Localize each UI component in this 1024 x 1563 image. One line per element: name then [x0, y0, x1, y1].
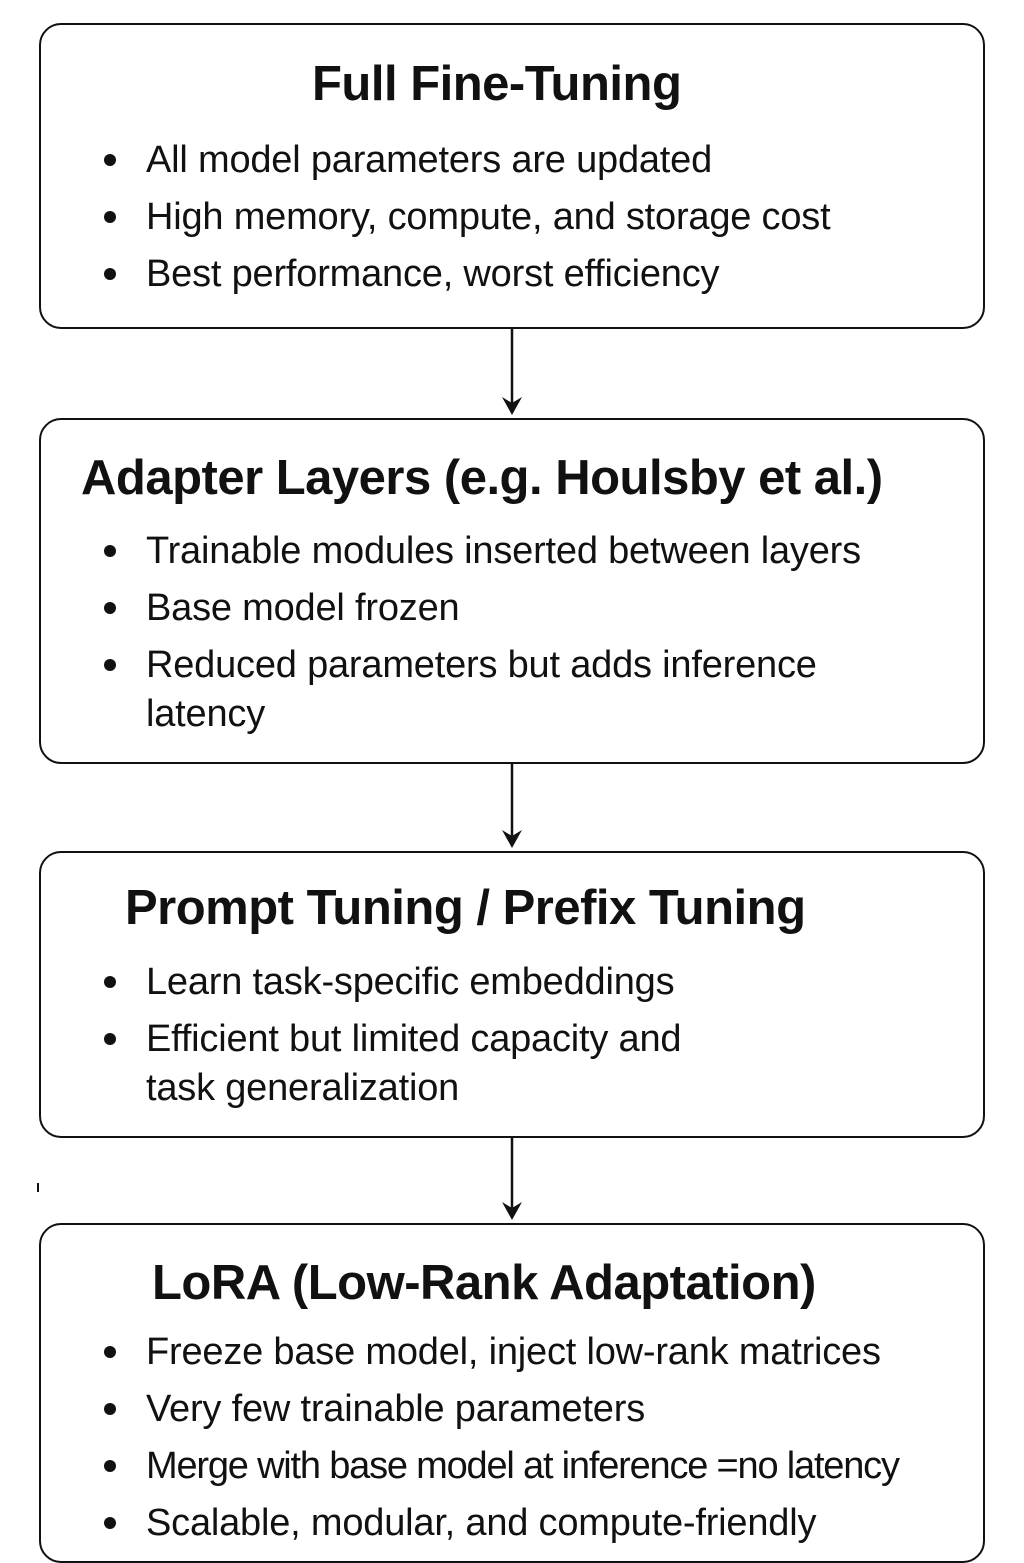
- bullet-item: Scalable, modular, and compute-friendly: [104, 1498, 817, 1548]
- bullet-continuation: task generalization: [146, 1063, 459, 1113]
- bullet-text: All model parameters are updated: [146, 139, 713, 181]
- down-arrow-icon: [500, 764, 524, 851]
- bullet-text: Scalable, modular, and compute-friendly: [146, 1502, 817, 1544]
- bullet-text: Reduced parameters but adds inference: [146, 644, 817, 686]
- bullet-dot-icon: [104, 659, 116, 671]
- bullet-item: Trainable modules inserted between layer…: [104, 526, 861, 576]
- bullet-item: Very few trainable parameters: [104, 1384, 645, 1434]
- bullet-dot-icon: [104, 976, 116, 988]
- full-fine-tuning-title: Full Fine-Tuning: [312, 57, 682, 111]
- bullet-item: Learn task-specific embeddings: [104, 957, 675, 1007]
- bullet-item: Efficient but limited capacity and: [104, 1014, 682, 1064]
- bullet-item: Reduced parameters but adds inference: [104, 640, 817, 690]
- bullet-text: latency: [146, 693, 266, 735]
- bullet-text: Freeze base model, inject low-rank matri…: [146, 1331, 881, 1373]
- bullet-dot-icon: [104, 602, 116, 614]
- bullet-text: Trainable modules inserted between layer…: [146, 530, 861, 572]
- prompt-tuning-title: Prompt Tuning / Prefix Tuning: [125, 881, 806, 935]
- full-fine-tuning-box: Full Fine-Tuning All model parameters ar…: [39, 23, 985, 329]
- bullet-text: Base model frozen: [146, 587, 460, 629]
- bullet-text: Very few trainable parameters: [146, 1388, 645, 1430]
- bullet-text: Best performance, worst efficiency: [146, 253, 720, 295]
- bullet-text: Learn task-specific embeddings: [146, 961, 675, 1003]
- bullet-item: Best performance, worst efficiency: [104, 249, 720, 299]
- bullet-dot-icon: [104, 545, 116, 557]
- bullet-text: Merge with base model at inference =no l…: [146, 1445, 900, 1487]
- bullet-item: Merge with base model at inference =no l…: [104, 1441, 900, 1491]
- down-arrow-icon: [500, 1138, 524, 1223]
- bullet-text: High memory, compute, and storage cost: [146, 196, 831, 238]
- bullet-dot-icon: [104, 1033, 116, 1045]
- down-arrow-icon: [500, 329, 524, 418]
- lora-title: LoRA (Low-Rank Adaptation): [152, 1256, 816, 1310]
- bullet-item: Base model frozen: [104, 583, 460, 633]
- bullet-text: Efficient but limited capacity and: [146, 1018, 682, 1060]
- bullet-dot-icon: [104, 1403, 116, 1415]
- bullet-item: High memory, compute, and storage cost: [104, 192, 831, 242]
- bullet-item: Freeze base model, inject low-rank matri…: [104, 1327, 881, 1377]
- stray-mark: [37, 1183, 39, 1192]
- bullet-dot-icon: [104, 1517, 116, 1529]
- bullet-dot-icon: [104, 154, 116, 166]
- bullet-dot-icon: [104, 211, 116, 223]
- lora-box: LoRA (Low-Rank Adaptation) Freeze base m…: [39, 1223, 985, 1563]
- adapter-layers-title: Adapter Layers (e.g. Houlsby et al.): [81, 451, 883, 505]
- adapter-layers-box: Adapter Layers (e.g. Houlsby et al.) Tra…: [39, 418, 985, 764]
- bullet-text: task generalization: [146, 1067, 460, 1109]
- bullet-dot-icon: [104, 1460, 116, 1472]
- bullet-dot-icon: [104, 1346, 116, 1358]
- bullet-continuation: latency: [146, 689, 265, 739]
- bullet-dot-icon: [104, 268, 116, 280]
- bullet-item: All model parameters are updated: [104, 135, 713, 185]
- prompt-tuning-box: Prompt Tuning / Prefix Tuning Learn task…: [39, 851, 985, 1138]
